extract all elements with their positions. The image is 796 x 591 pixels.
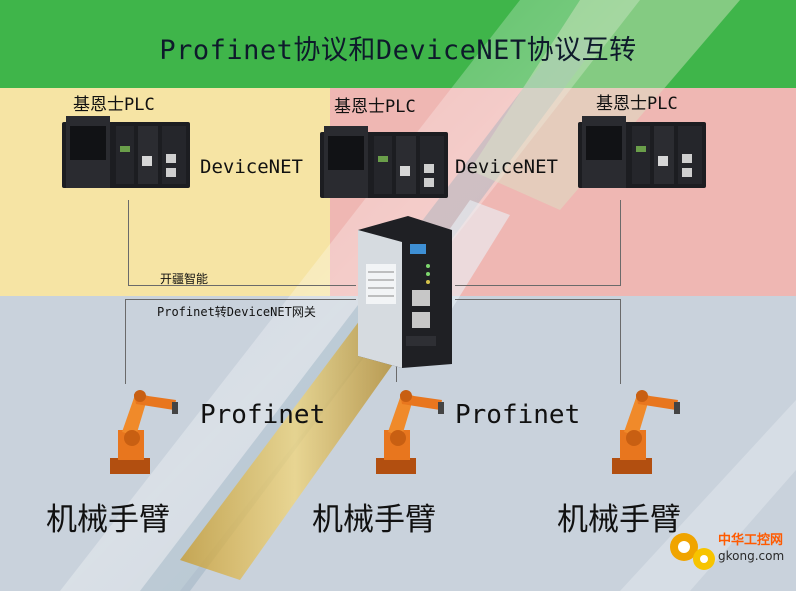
robot-arm-image bbox=[110, 390, 178, 474]
plc-device-image bbox=[62, 116, 190, 188]
gkong-watermark: 中华工控网 gkong.com bbox=[662, 519, 790, 583]
connector-line bbox=[125, 299, 356, 300]
connector-line bbox=[128, 200, 129, 286]
gateway-brand-label: 开疆智能 bbox=[160, 272, 209, 286]
connector-line bbox=[396, 360, 397, 382]
watermark-url: gkong.com bbox=[718, 549, 785, 563]
robot-arm-label: 机械手臂 bbox=[557, 502, 681, 538]
connector-line bbox=[620, 299, 621, 384]
gateway-device-image bbox=[358, 216, 452, 368]
connector-line bbox=[455, 285, 621, 286]
watermark-cn: 中华工控网 bbox=[718, 533, 784, 548]
robot-arm-label: 机械手臂 bbox=[46, 502, 170, 538]
connector-line bbox=[455, 299, 621, 300]
connector-line bbox=[620, 200, 621, 286]
profinet-link-label: Profinet bbox=[455, 400, 581, 430]
plc-device-image bbox=[320, 126, 448, 198]
connector-line bbox=[128, 285, 356, 286]
gateway-model-label: Profinet转DeviceNET网关 bbox=[157, 305, 316, 319]
plc-label: 基恩士PLC bbox=[334, 97, 416, 117]
robot-arm-image bbox=[612, 390, 680, 474]
devicenet-link-label: DeviceNET bbox=[200, 156, 303, 178]
gear-logo-icon bbox=[670, 533, 715, 570]
plc-label: 基恩士PLC bbox=[596, 94, 678, 114]
robot-arm-image bbox=[376, 390, 444, 474]
connector-line bbox=[125, 299, 126, 384]
diagram-title: Profinet协议和DeviceNET协议互转 bbox=[159, 35, 637, 66]
header-band bbox=[0, 0, 796, 88]
robot-arm-label: 机械手臂 bbox=[312, 502, 436, 538]
profinet-link-label: Profinet bbox=[200, 400, 326, 430]
plc-label: 基恩士PLC bbox=[73, 95, 155, 115]
plc-device-image bbox=[578, 116, 706, 188]
devicenet-link-label: DeviceNET bbox=[455, 156, 558, 178]
